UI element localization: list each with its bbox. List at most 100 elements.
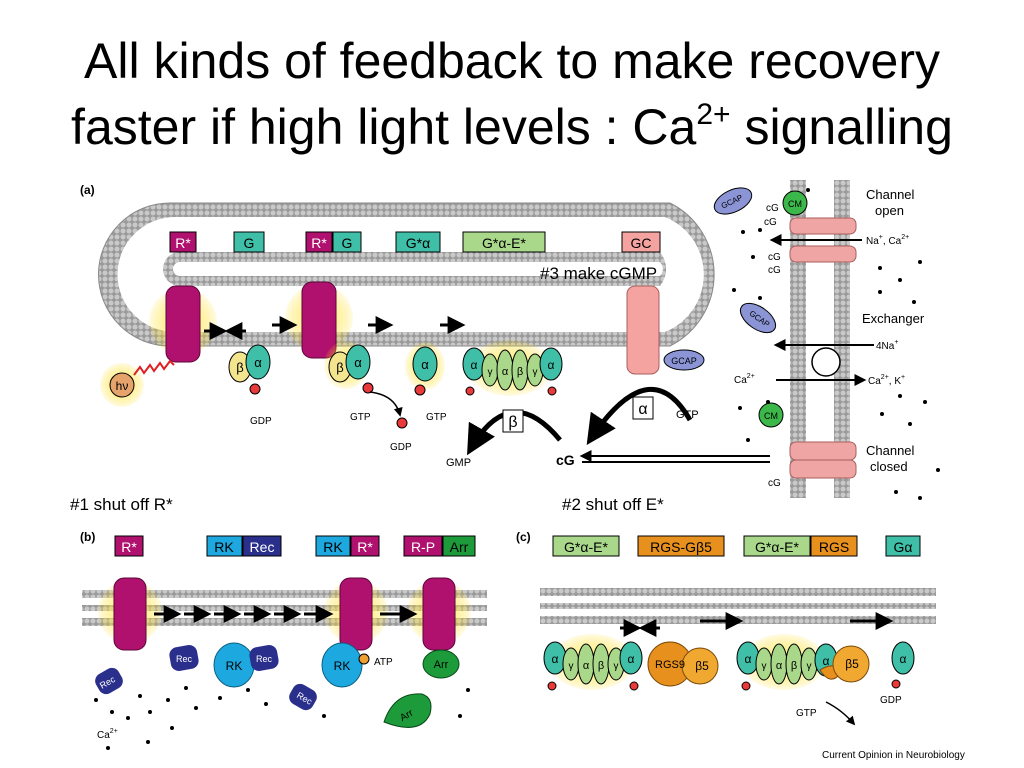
rec-1: Rec: [176, 654, 193, 664]
gcap-cm-molecules: GCAP CM GCAP CM: [713, 187, 808, 428]
panel-b-label: (b): [80, 530, 95, 544]
beta-label-2: β: [336, 360, 343, 375]
channel-cg-labels: cG cG cG cG cG: [764, 203, 781, 489]
arr-1: Arr: [434, 659, 449, 671]
svg-text:Na+, Ca2+: Na+, Ca2+: [866, 234, 909, 247]
panel-b-rhodopsins: [98, 577, 471, 651]
pde-alpha-right: α: [548, 358, 555, 372]
b-box-r-p: R-P: [411, 539, 435, 555]
ion-na: Na: [866, 236, 879, 247]
c-free-alpha: α: [900, 652, 907, 666]
b-ca-label: Ca2+: [97, 728, 118, 741]
c2-gamma-right: γ: [807, 661, 812, 672]
exchanger: [773, 339, 874, 386]
pde-beta-center: β: [517, 366, 523, 378]
c1-gamma-right: γ: [614, 661, 619, 672]
ion-ca-tail: , Ca: [883, 236, 902, 247]
c-box-rgs: RGS: [819, 539, 849, 555]
atp-label: ATP: [374, 657, 393, 668]
panel-a-membrane-arrows: [204, 316, 466, 340]
panel-a-state-boxes: R* G R* G G*α G*α-E* GC: [169, 231, 661, 253]
ion-labels: Na+, Ca2+ 4Na+ Ca2+ Ca2+, K+: [734, 234, 909, 387]
title-line-2-text: faster if high light levels : Ca: [71, 99, 697, 155]
rk-2: RK: [334, 659, 351, 673]
ion-dots-panel-b: [94, 686, 470, 750]
cg-label-4: cG: [768, 265, 781, 276]
guanylate-cyclase: GCAP α GTP: [586, 285, 705, 445]
box-gc: GC: [631, 235, 652, 251]
cg-label-5: cG: [768, 478, 781, 489]
box-g-star-alpha-e-star: G*α-E*: [482, 235, 526, 251]
title-line-2-tail: signalling: [730, 99, 953, 155]
panel-c-pde-2: α γ α β γ α β5 GTP: [736, 634, 870, 726]
rgs9-beta5-complex: RGS9 β5: [647, 641, 719, 687]
pde-beta-box: β: [508, 414, 517, 431]
panel-b-state-boxes: R* RK Rec RK R* R-P Arr: [114, 535, 476, 557]
channel-open: [769, 217, 862, 263]
ion-ca-left: Ca: [734, 375, 747, 386]
pde-complex: α γ α β γ α: [462, 340, 563, 396]
c1-alpha-center: α: [583, 660, 590, 672]
b-ca-sup: 2+: [110, 728, 118, 735]
pde-gamma-left: γ: [488, 367, 493, 378]
c-box-rgs-gb5: RGS-Gβ5: [650, 539, 712, 555]
panel-c-arrows: [620, 612, 894, 637]
cg-center-label: cG: [556, 452, 575, 468]
b-box-rk-1: RK: [214, 539, 234, 555]
b-box-rec: Rec: [250, 539, 275, 555]
exchanger-label: Exchanger: [862, 311, 925, 326]
box-g-1: G: [244, 235, 255, 251]
title-superscript: 2+: [696, 98, 731, 131]
b-box-arr: Arr: [450, 539, 469, 555]
cg-label-2: cG: [764, 217, 777, 228]
pde-alpha-center: α: [502, 366, 509, 378]
panel-a-label: (a): [80, 183, 95, 197]
c-gdp-label: GDP: [880, 695, 902, 706]
panel-b-molecules: Rec RK Rec RK ATP Arr Rec Rec Arr: [95, 642, 460, 728]
c-box-g-star-e-star-1: G*α-E*: [564, 539, 608, 555]
gtp-label-1: GTP: [350, 412, 371, 423]
annotation-shut-off-e: #2 shut off E*: [562, 495, 664, 514]
alpha-label: α: [254, 355, 262, 370]
gdp-label-1: GDP: [250, 416, 272, 427]
photon-wave: [133, 359, 175, 376]
box-g-star-alpha: G*α: [406, 235, 430, 251]
g-protein-inactive: β α GDP: [228, 344, 272, 427]
box-r-star-1: R*: [175, 235, 191, 251]
box-g-2: G: [342, 235, 353, 251]
channel-closed-line2: closed: [870, 459, 908, 474]
b-ca-text: Ca: [97, 730, 110, 741]
c-box-g-star-e-star-2: G*α-E*: [755, 539, 799, 555]
c1-alpha-left: α: [552, 652, 559, 666]
figure-credit: Current Opinion in Neurobiology: [822, 750, 965, 761]
c2-alpha-center: α: [776, 660, 783, 672]
c-box-g-alpha: Gα: [894, 539, 913, 555]
gdp-label-2: GDP: [390, 442, 412, 453]
ion-ca-sup: 2+: [901, 234, 909, 241]
ion-ca-left-sup: 2+: [747, 373, 755, 380]
c1-gamma-left: γ: [569, 661, 574, 672]
slide-title: All kinds of feedback to make recovery f…: [0, 28, 1024, 160]
c2-beta-center: β: [791, 660, 797, 672]
b5-label-1: β5: [695, 659, 709, 673]
panel-c-pde-1: α γ α β γ α: [543, 634, 643, 691]
c1-alpha-right: α: [628, 652, 635, 666]
gcap-label-1: GCAP: [671, 356, 697, 366]
b-box-r-star: R*: [121, 539, 137, 555]
c2-alpha-left: α: [745, 652, 752, 666]
title-line-1: All kinds of feedback to make recovery: [84, 33, 940, 89]
b-box-rk-2: RK: [323, 539, 343, 555]
svg-text:Ca2+: Ca2+: [734, 373, 755, 386]
c2-gamma-left: γ: [762, 661, 767, 672]
ion-dots-panel-a: [732, 188, 940, 500]
ion-k: K: [894, 376, 901, 387]
gtp-label-3: GTP: [676, 409, 699, 421]
cg-label-3: cG: [768, 252, 781, 263]
beta-label: β: [236, 360, 243, 375]
rk-1: RK: [226, 659, 243, 673]
rgs9-label: RGS9: [655, 659, 685, 671]
ion-4na-sup: +: [894, 339, 898, 346]
title-line-2: faster if high light levels : Ca2+ signa…: [0, 94, 1024, 160]
pde-gamma-right: γ: [533, 367, 538, 378]
channel-closed: [789, 441, 857, 479]
